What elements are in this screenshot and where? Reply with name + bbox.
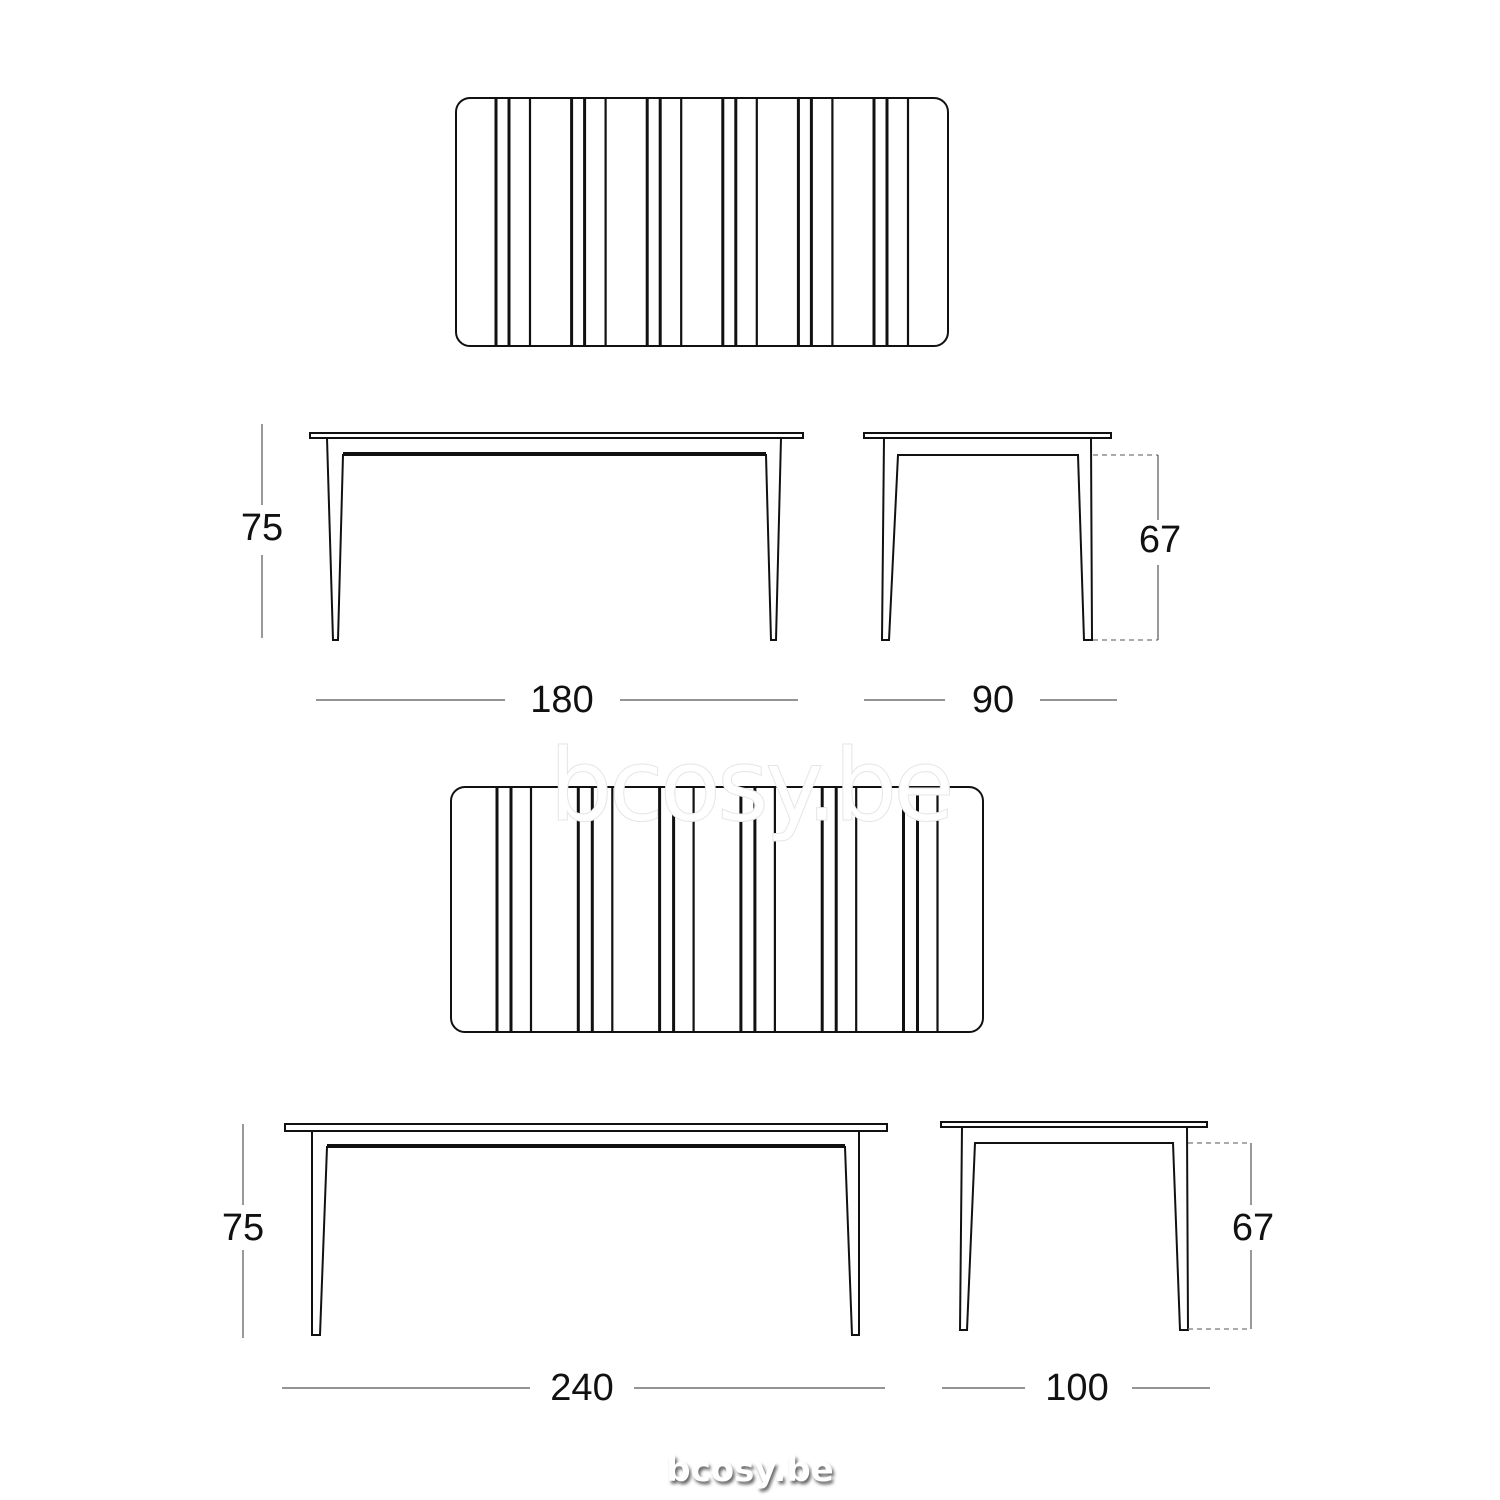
watermark: bcosy.be: [549, 727, 955, 844]
height-label-small: 75: [240, 507, 284, 549]
dimension-lines-small: [261, 424, 1117, 701]
side-elevation-large: [940, 1121, 1252, 1331]
tabletop-outline: [450, 786, 984, 1033]
width-label-small: 90: [971, 679, 1015, 721]
length-label-large: 240: [550, 1367, 614, 1409]
width-label-large: 100: [1045, 1367, 1109, 1409]
plan-view-large: [450, 786, 984, 1033]
dimension-lines-large: [242, 1124, 1210, 1389]
length-label-small: 180: [530, 679, 594, 721]
front-elevation-small: [309, 432, 804, 641]
tabletop-outline: [455, 97, 949, 347]
side-elevation-small: [863, 432, 1159, 641]
legs-frame: [326, 437, 782, 641]
inner-height-label-large: 67: [1231, 1207, 1275, 1249]
front-elevation-large: [284, 1123, 888, 1336]
height-label-large: 75: [221, 1207, 265, 1249]
inner-height-label-small: 67: [1138, 519, 1182, 561]
plan-view-small: [455, 97, 949, 347]
tabletop-edge: [309, 432, 804, 439]
brand-logo: bcosy.be: [666, 1450, 834, 1490]
